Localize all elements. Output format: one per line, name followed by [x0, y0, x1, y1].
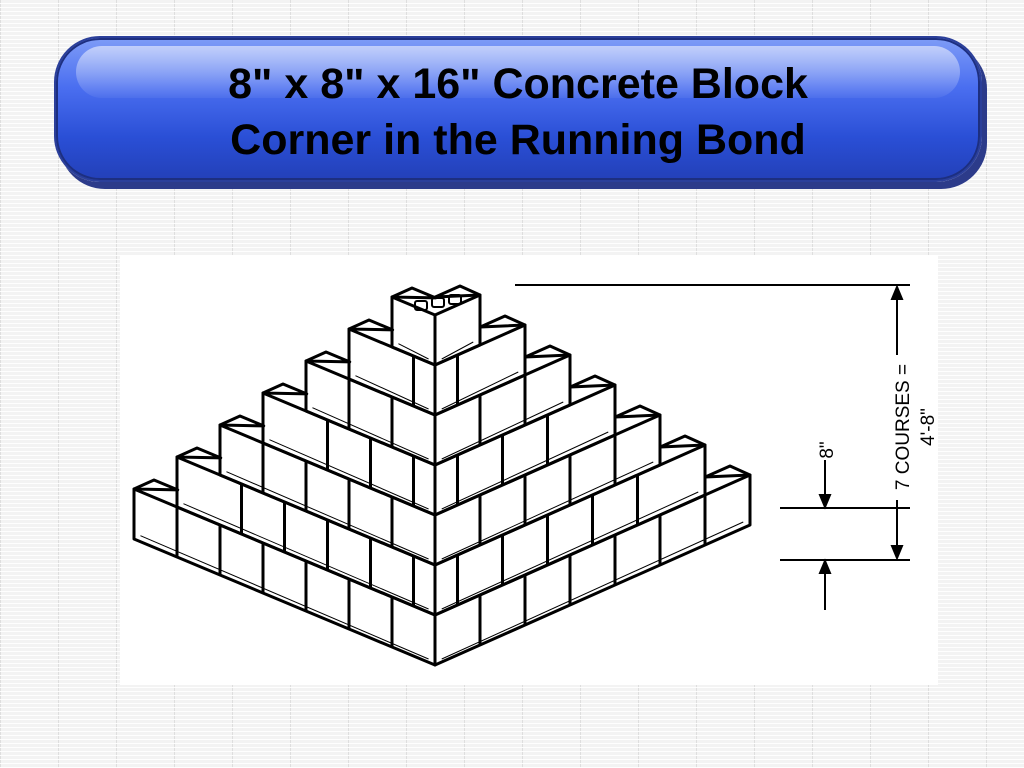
left-bed-line: [398, 343, 429, 360]
arrowhead: [890, 284, 904, 300]
arrowhead: [818, 494, 832, 510]
course-2-right-end-cap: [658, 434, 707, 449]
title-line-2: Corner in the Running Bond: [230, 116, 806, 164]
total-height-label-line1: 7 COURSES =: [893, 364, 914, 490]
right-bed-line: [441, 431, 609, 510]
top-block-core: [414, 300, 428, 311]
block-pyramid: [132, 284, 752, 667]
arrowhead: [818, 558, 832, 574]
right-bed-line: [441, 341, 474, 360]
right-bed-line: [441, 491, 699, 610]
course-1-left-end-cap: [132, 478, 180, 492]
course-6-left-end-cap: [347, 318, 395, 332]
course-1-right-end-cap: [703, 464, 752, 479]
course-7-left-end-cap: [390, 286, 438, 300]
dimension-lines: [515, 284, 910, 610]
top-block-core: [448, 294, 462, 305]
left-bed-line: [355, 375, 429, 410]
course-height-label: 8": [817, 441, 838, 458]
title-banner: 8" x 8" x 16" Concrete Block Corner in t…: [54, 36, 982, 182]
course-2-left-end-cap: [175, 446, 223, 460]
course-4-left-end-cap: [261, 382, 309, 396]
total-height-label-line2: 4'-8": [918, 408, 938, 446]
course-5-right-end-cap: [523, 344, 572, 359]
top-block-core: [431, 297, 445, 308]
left-bed-line: [312, 407, 429, 460]
course-7-left-face: [390, 295, 437, 367]
course-3-left-end-cap: [218, 414, 266, 428]
left-bed-line: [226, 471, 429, 560]
course-3-right-end-cap: [613, 404, 662, 419]
right-bed-line: [441, 401, 564, 460]
right-bed-line: [441, 371, 519, 410]
slide-title: 8" x 8" x 16" Concrete Block Corner in t…: [56, 56, 980, 168]
block-corner-illustration: 8" 7 COURSES = 4'-8": [120, 255, 938, 685]
block-corner-drawing: 8" 7 COURSES = 4'-8": [132, 284, 938, 667]
left-bed-line: [183, 503, 429, 610]
left-bed-line: [269, 439, 429, 510]
left-bed-line: [140, 535, 429, 660]
title-line-1: 8" x 8" x 16" Concrete Block: [228, 60, 808, 108]
course-5-left-end-cap: [304, 350, 352, 364]
right-bed-line: [441, 521, 744, 660]
arrowhead: [890, 545, 904, 561]
course-7-right-face: [433, 293, 482, 367]
course-4-right-end-cap: [568, 374, 617, 389]
course-6-right-end-cap: [478, 314, 527, 329]
right-bed-line: [441, 461, 654, 560]
